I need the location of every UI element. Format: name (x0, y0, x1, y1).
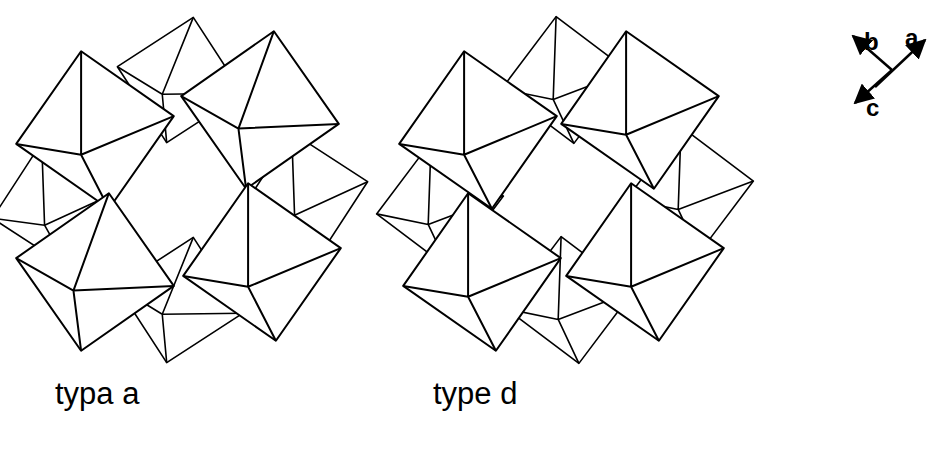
figure-caption: typa a (55, 378, 139, 409)
axis-label: c (866, 96, 879, 120)
axis-label: b (864, 30, 879, 54)
axis-label: a (905, 26, 918, 50)
figure-caption: type d (433, 378, 517, 409)
